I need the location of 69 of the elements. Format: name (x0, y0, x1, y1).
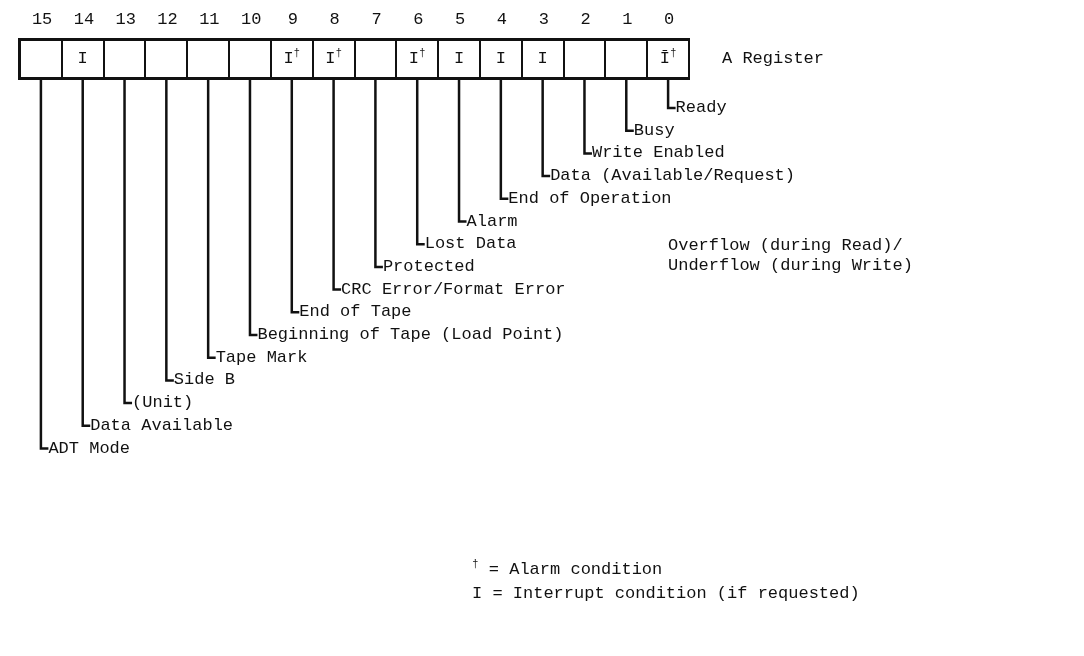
leader-line (457, 78, 467, 223)
leader-line (499, 78, 509, 201)
leader-line (165, 78, 174, 382)
field-label: Ready (675, 98, 727, 118)
bit-number: 5 (455, 10, 466, 30)
register-cell (20, 40, 62, 78)
register-cell: I (61, 40, 104, 78)
register-cell (563, 40, 606, 78)
bit-number: 7 (371, 10, 382, 30)
leader-line (39, 78, 49, 450)
leader-line (81, 78, 91, 428)
register-cell (187, 40, 230, 78)
register-cell: I$^{†}$ (270, 40, 313, 78)
bit-number: 13 (115, 10, 136, 30)
bit-number: 3 (538, 10, 549, 30)
register-cell: I (521, 40, 564, 78)
bit-number: 2 (580, 10, 591, 30)
field-label: Protected (382, 256, 475, 277)
register-bar (18, 38, 690, 80)
bit-number: 11 (199, 10, 220, 30)
field-label: Lost Data (424, 234, 517, 255)
leader-line (625, 78, 634, 132)
field-label: End of Tape (299, 302, 412, 323)
field-label: (Unit) (132, 393, 194, 414)
register-cell: I (438, 40, 480, 78)
bit-number: 10 (240, 10, 262, 30)
bit-number: 6 (413, 10, 424, 30)
register-cell: I$^{†}$ (396, 40, 439, 78)
bit-number: 14 (73, 10, 95, 30)
leader-line (415, 78, 425, 246)
register-cell (605, 40, 648, 78)
leader-line (541, 78, 551, 178)
bit-number: 9 (287, 10, 298, 30)
bit-number: 4 (496, 10, 508, 30)
field-label: Alarm (466, 211, 518, 232)
register-cell (354, 40, 397, 78)
note-text: Overflow (during Read)/ Underflow (during Write) (668, 236, 914, 276)
register-name: A Register (722, 49, 825, 69)
field-label: Write Enabled (591, 143, 725, 164)
bit-number: 12 (157, 10, 178, 30)
field-label: Side B (173, 370, 236, 391)
leader-line (374, 78, 383, 269)
leader-line (248, 78, 258, 337)
leader-line (123, 78, 133, 405)
register-cell: I (479, 40, 522, 78)
register-cell: Ī$^{†}$ (647, 40, 689, 78)
note-text: $^{†}$ = Alarm condition (472, 560, 663, 580)
field-label: Tape Mark (215, 347, 308, 368)
register-cell (145, 40, 188, 78)
note-text: I = Interrupt condition (if requested) (472, 584, 860, 604)
bit-number: 1 (622, 10, 633, 30)
register-cell (103, 40, 146, 78)
field-label: Data Available (90, 415, 234, 436)
bit-number: 15 (31, 10, 53, 30)
field-label: Beginning of Tape (Load Point) (257, 325, 564, 345)
field-label: ADT Mode (48, 438, 131, 459)
field-label: CRC Error/Format Error (341, 279, 566, 300)
leader-line (206, 78, 216, 359)
leader-line (583, 78, 592, 155)
field-label: Data (Available/Request) (550, 166, 795, 187)
field-label: End of Operation (508, 188, 672, 209)
register-cell: I$^{†}$ (312, 40, 355, 78)
bit-number: 0 (664, 10, 675, 30)
register-cell (229, 40, 271, 78)
leader-line (666, 78, 676, 110)
leader-line (332, 78, 342, 291)
bit-number: 8 (329, 10, 340, 30)
field-label: Busy (633, 120, 675, 141)
leader-line (290, 78, 300, 314)
